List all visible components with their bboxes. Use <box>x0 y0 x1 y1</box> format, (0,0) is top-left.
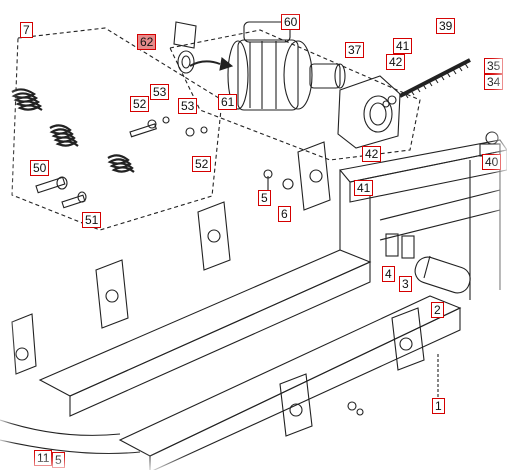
hydraulic-motor <box>227 21 346 111</box>
callout-35: 35 <box>484 58 504 74</box>
callout-61: 61 <box>218 94 238 110</box>
callout-52-left: 52 <box>130 96 150 112</box>
frame-rails <box>38 139 507 470</box>
callout-6: 6 <box>278 206 291 222</box>
callout-2: 2 <box>431 302 444 318</box>
callout-4: 4 <box>382 266 395 282</box>
callout-5-bottom: 5 <box>52 452 65 468</box>
callout-40: 40 <box>482 154 502 170</box>
callout-7: 7 <box>20 22 33 38</box>
bracket-2 <box>197 201 231 271</box>
clip-plates <box>385 233 415 259</box>
bracket-5 <box>279 373 313 437</box>
callout-42-top: 42 <box>386 54 406 70</box>
washer-6 <box>282 178 294 190</box>
callout-37: 37 <box>345 42 365 58</box>
spring-left <box>11 88 43 111</box>
inset-box-left <box>11 27 223 231</box>
bracket-4 <box>391 307 425 371</box>
threaded-rod <box>382 58 471 108</box>
bracket-6 <box>11 313 37 375</box>
callout-60: 60 <box>281 14 301 30</box>
callout-5: 5 <box>258 190 271 206</box>
coupling-62 <box>173 21 197 74</box>
callout-11: 11 <box>34 450 53 466</box>
callout-34: 34 <box>484 74 504 90</box>
bolt-50 <box>35 176 68 194</box>
bracket-3 <box>297 141 331 211</box>
callout-1: 1 <box>432 398 445 414</box>
callout-41-mid: 41 <box>354 180 374 196</box>
callout-41-top: 41 <box>393 38 413 54</box>
callout-39: 39 <box>436 18 456 34</box>
washers-52-53 <box>129 116 208 138</box>
spring-middle <box>49 124 79 147</box>
cylinder-2 <box>414 255 471 294</box>
bracket-1 <box>95 259 129 329</box>
callout-53-right: 53 <box>178 98 198 114</box>
callout-51: 51 <box>82 212 102 228</box>
inset-box-motor <box>169 29 421 161</box>
callout-50: 50 <box>30 160 50 176</box>
bearing-block <box>337 75 401 149</box>
callout-3: 3 <box>399 276 412 292</box>
callout-53-left: 53 <box>150 84 170 100</box>
callout-42-mid: 42 <box>362 146 382 162</box>
callout-52-right: 52 <box>192 156 212 172</box>
bolt-51 <box>61 191 87 209</box>
spring-right <box>107 154 135 173</box>
callout-62: 62 <box>137 34 157 50</box>
